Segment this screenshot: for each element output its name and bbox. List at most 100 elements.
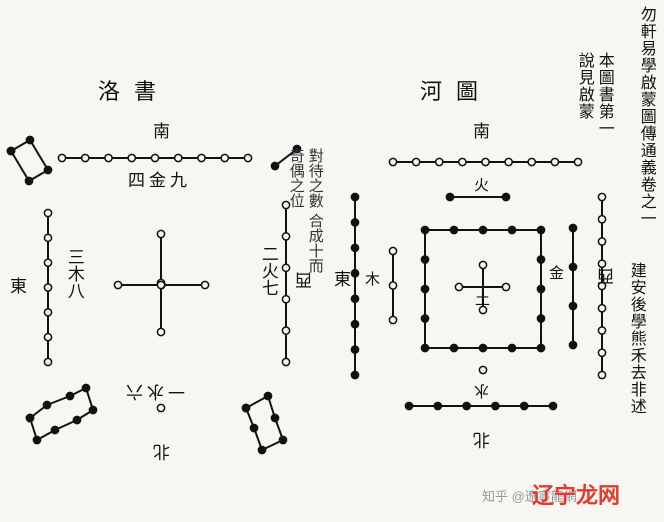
luoshu-east-label: 東	[10, 277, 27, 297]
hetu-nine-dot	[597, 192, 607, 202]
hetu-seven-top-dot	[527, 157, 537, 167]
luoshu-two-dot	[292, 144, 302, 154]
chart-caption-column: 本圖書第一	[595, 52, 615, 137]
hetu-east-label: 東	[334, 270, 351, 290]
hetu-two-dot	[445, 192, 455, 202]
hetu-center-dot	[478, 305, 488, 315]
luoshu-six-dot	[257, 445, 267, 455]
hetu-seven-top-dot	[573, 157, 583, 167]
hetu-four-dot	[568, 340, 578, 350]
hetu-square-dot	[536, 314, 546, 323]
luoshu-right-vertical-dot	[281, 200, 291, 210]
luoshu-right-vertical-dot	[281, 326, 291, 335]
luoshu-eight-dot	[72, 415, 82, 425]
luoshu-right-vertical-dot	[281, 294, 291, 304]
hetu-three-dot	[388, 246, 398, 256]
hetu-square-dot	[536, 284, 546, 294]
luoshu-east-numbers: 三木八	[63, 248, 84, 299]
hetu-nine-dot	[597, 303, 607, 313]
luoshu-title: 洛書	[98, 80, 171, 105]
luoshu-two-line	[274, 148, 298, 167]
hetu-seven-top-dot	[481, 157, 490, 167]
luoshu-nine-dot	[127, 153, 137, 163]
hetu-seven-top-dot	[411, 157, 421, 167]
hetu-square-dot	[420, 314, 430, 323]
luoshu-right-vertical-dot	[281, 263, 291, 273]
hetu-title: 河圖	[420, 80, 493, 105]
luoshu-nine-dot	[220, 153, 230, 163]
luoshu-west-numbers: 二火七	[257, 245, 278, 296]
luoshu-nine-dot	[150, 153, 160, 163]
hetu-one-dot	[478, 365, 488, 375]
luoshu-seven-dot	[43, 307, 53, 317]
luoshu-seven-dot	[43, 233, 53, 243]
luoshu-eight-dot	[50, 425, 60, 435]
hetu-north-label: 北	[473, 429, 490, 449]
watermark-logo: 辽宁龙网	[532, 483, 621, 508]
hetu-six-dot	[433, 401, 443, 411]
hetu-four-dot	[568, 262, 578, 272]
hetu-six-dot	[462, 401, 471, 411]
hetu-six-dot	[491, 401, 500, 411]
hetu-square-dot	[449, 343, 459, 353]
luoshu-south-label: 南	[153, 122, 170, 142]
luoshu-north-numbers: 一水六	[122, 381, 185, 401]
hetu-three-dot	[388, 315, 398, 325]
hetu-fire-label: 火	[474, 176, 490, 194]
luoshu-seven-dot	[43, 258, 53, 268]
hetu-nine-dot	[597, 281, 607, 291]
hetu-six-dot	[519, 401, 529, 411]
hetu-square-dot	[420, 225, 430, 235]
hetu-three-dot	[388, 281, 398, 290]
hetu-nine-dot	[597, 326, 607, 335]
hetu-eight-dot	[350, 319, 360, 329]
hetu-metal-label: 金	[549, 264, 565, 282]
luoshu-one-dot	[156, 403, 166, 413]
luoshu-eight-dot	[81, 383, 91, 393]
hetu-square-dot	[449, 225, 459, 235]
hetu-square-dot	[478, 225, 488, 235]
hetu-four-dot	[568, 301, 578, 311]
luoshu-four-dot	[24, 176, 34, 186]
hetu-earth-label: 土	[475, 290, 491, 308]
luoshu-four-line	[10, 150, 30, 182]
luoshu-eight-dot	[32, 435, 42, 445]
hetu-water-label: 水	[474, 382, 490, 400]
middle-note-2: 奇偶之位	[287, 148, 306, 208]
hetu-nine-dot	[597, 214, 607, 224]
luoshu-two-dot	[270, 161, 280, 171]
luoshu-right-vertical-dot	[281, 232, 291, 241]
luoshu-four-dot	[43, 165, 53, 175]
hetu-four-dot	[568, 223, 578, 233]
hetu-eight-dot	[350, 294, 360, 304]
luoshu-three-dot	[113, 280, 123, 290]
luoshu-seven-dot	[43, 283, 53, 292]
hetu-square-dot	[420, 343, 430, 353]
luoshu-center-dot	[156, 280, 166, 290]
luoshu-north-label: 北	[153, 441, 170, 461]
hetu-seven-top-dot	[458, 157, 467, 167]
hetu-square-dot	[420, 255, 430, 264]
luoshu-nine-dot	[80, 153, 90, 163]
luoshu-seven-dot	[43, 208, 53, 218]
luoshu-six-dot	[249, 423, 259, 433]
hetu-square-dot	[507, 225, 517, 235]
luoshu-six-dot	[270, 413, 280, 423]
luoshu-nine-dot	[104, 153, 113, 163]
luoshu-nine-dot	[243, 153, 253, 163]
hetu-eight-dot	[350, 218, 360, 227]
hetu-square-dot	[536, 343, 546, 353]
luoshu-right-vertical-dot	[281, 357, 291, 367]
hetu-wood-label: 木	[365, 270, 381, 288]
hetu-seven-top-dot	[434, 157, 444, 167]
luoshu-three-dot	[200, 280, 210, 290]
hetu-nine-dot	[597, 237, 607, 246]
hetu-square-dot	[478, 343, 488, 353]
hetu-square-dot	[536, 225, 546, 235]
hetu-eight-dot	[350, 268, 360, 278]
luoshu-six-dot	[263, 391, 273, 401]
luoshu-eight-dot	[42, 400, 52, 410]
hetu-nine-dot	[597, 259, 607, 269]
luoshu-seven-dot	[43, 332, 53, 342]
